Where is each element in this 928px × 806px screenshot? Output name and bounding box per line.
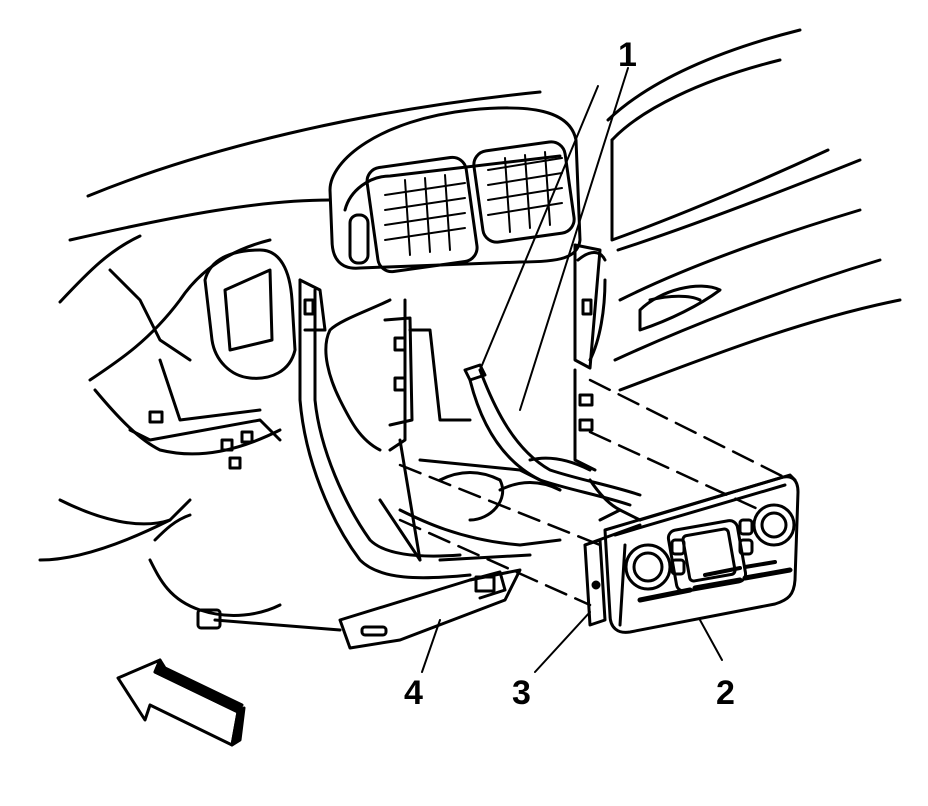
- wiring-harness-left: [148, 513, 342, 632]
- right-mounting-bracket: [573, 243, 607, 472]
- lower-mounting-plate: [338, 568, 522, 650]
- wiring-harness-center: [463, 363, 642, 512]
- side-bracket: [583, 508, 642, 627]
- callout-labels: 1 2 3 4: [404, 36, 735, 712]
- dash-top-outline: [58, 90, 542, 304]
- callout-1: 1: [618, 36, 637, 74]
- callout-leader-lines: [421, 67, 723, 673]
- callout-2: 2: [716, 674, 735, 712]
- callout-4: 4: [404, 674, 423, 712]
- installation-guide-lines: [398, 378, 792, 607]
- dash-cavity-frame: [298, 278, 592, 580]
- forward-view-arrow-icon: [116, 658, 246, 747]
- left-dash-panel: [38, 238, 297, 562]
- door-panel-outline: [606, 28, 902, 392]
- vent-louvers-right: [487, 151, 563, 233]
- hvac-control-module: [603, 473, 800, 634]
- vent-louvers-left: [384, 174, 466, 256]
- callout-3: 3: [512, 674, 531, 712]
- center-air-vent-bezel: [328, 106, 582, 274]
